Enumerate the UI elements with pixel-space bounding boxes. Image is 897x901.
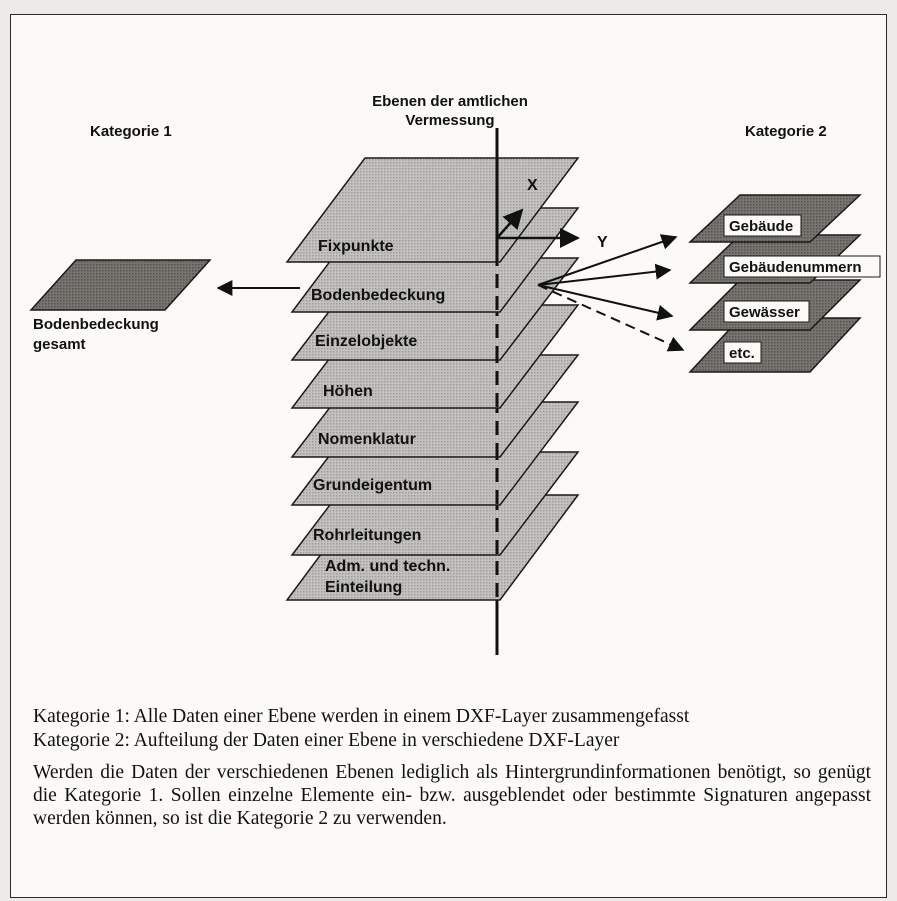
category1-group: Bodenbedeckung gesamt <box>29 259 300 353</box>
layer-label-fixpunkte: Fixpunkte <box>318 238 394 255</box>
cat2-layer-gebaeude: Gebäude <box>688 194 862 243</box>
category2-heading: Kategorie 2 <box>745 123 827 140</box>
cat2-layer-gebaeudenummern: Gebäudenummern <box>688 234 881 284</box>
cat2-label-gebaeude: Gebäude <box>729 218 793 235</box>
layer-label-adm-2: Einteilung <box>325 579 402 596</box>
title-line-1: Ebenen der amtlichen <box>372 93 528 110</box>
category1-layer <box>29 259 212 311</box>
category1-heading: Kategorie 1 <box>90 123 172 140</box>
title-line-2: Vermessung <box>405 112 494 129</box>
cat2-label-gewaesser: Gewässer <box>729 304 800 321</box>
axis-y-label: Y <box>597 234 608 251</box>
cat2-layer-etc: etc. <box>688 317 862 373</box>
caption-paragraph: Werden die Daten der verschiedenen Ebene… <box>33 762 871 829</box>
layer-label-grundeigentum: Grundeigentum <box>313 477 432 494</box>
category1-label-line1: Bodenbedeckung <box>33 316 159 333</box>
layer-fixpunkte: Fixpunkte <box>285 157 580 263</box>
layer-label-einzelobjekte: Einzelobjekte <box>315 333 417 350</box>
category2-group: etc. Gewässer Gebäudenummern Gebäude <box>688 194 881 373</box>
category2-arrows <box>537 234 685 352</box>
caption-line-2: Kategorie 2: Aufteilung der Daten einer … <box>33 730 620 751</box>
layer-label-hoehen: Höhen <box>323 383 373 400</box>
cat2-label-gebaeudenummern: Gebäudenummern <box>729 259 862 276</box>
layer-label-adm-1: Adm. und techn. <box>325 558 450 575</box>
layer-label-bodenbedeckung: Bodenbedeckung <box>311 287 445 304</box>
cat2-label-etc: etc. <box>729 345 755 362</box>
category1-label-line2: gesamt <box>33 336 86 353</box>
layer-label-rohrleitungen: Rohrleitungen <box>313 527 421 544</box>
layer-label-nomenklatur: Nomenklatur <box>318 431 416 448</box>
axis-x-label: X <box>527 177 538 194</box>
cat2-layer-gewaesser: Gewässer <box>688 279 862 331</box>
caption-line-1: Kategorie 1: Alle Daten einer Ebene werd… <box>33 706 690 727</box>
xy-axes: X Y <box>496 177 608 251</box>
layer-stack: Adm. und techn. Einteilung Rohrleitungen… <box>285 157 580 601</box>
